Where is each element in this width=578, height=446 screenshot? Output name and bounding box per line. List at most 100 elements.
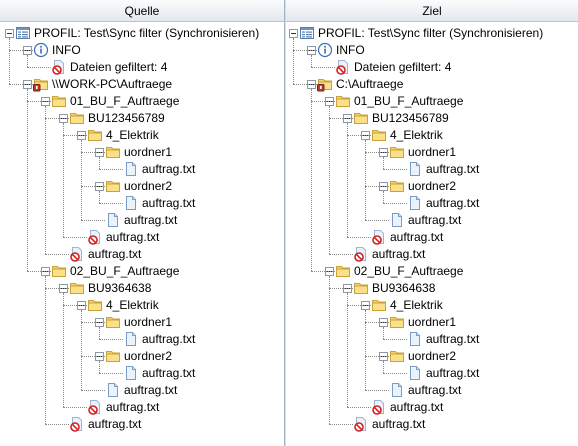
folder-icon — [353, 110, 369, 126]
tree-connector — [27, 67, 51, 68]
target-tree[interactable]: PROFIL: Test\Sync filter (Synchronisiere… — [286, 22, 578, 446]
tree-row[interactable]: auftrag.txt — [0, 161, 284, 178]
tree-row[interactable]: auftrag.txt — [286, 399, 578, 416]
tree-row[interactable]: auftrag.txt — [286, 212, 578, 229]
target-pane-header[interactable]: Ziel — [286, 0, 578, 22]
tree-row[interactable]: 4_Elektrik — [0, 297, 284, 314]
tree-row[interactable]: uordner2 — [0, 178, 284, 195]
tree-row[interactable]: uordner1 — [0, 314, 284, 331]
folder-icon — [335, 93, 351, 109]
tree-connector — [383, 373, 407, 374]
tree-connector — [293, 84, 317, 85]
info-icon — [33, 42, 49, 58]
tree-row[interactable]: C:\Auftraege — [286, 76, 578, 93]
tree-item-label: auftrag.txt — [426, 366, 480, 380]
tree-row[interactable]: auftrag.txt — [0, 365, 284, 382]
tree-connector — [9, 50, 33, 51]
tree-row[interactable]: auftrag.txt — [286, 246, 578, 263]
collapse-toggle[interactable] — [5, 29, 14, 38]
tree-connector — [99, 191, 100, 203]
tree-row[interactable]: uordner2 — [0, 348, 284, 365]
source-pane-header[interactable]: Quelle — [0, 0, 284, 22]
tree-row[interactable]: PROFIL: Test\Sync filter (Synchronisiere… — [0, 25, 284, 42]
tree-row[interactable]: auftrag.txt — [0, 399, 284, 416]
tree-item-label: auftrag.txt — [426, 332, 480, 346]
tree-connector — [383, 191, 384, 203]
tree-connector — [99, 339, 123, 340]
tree-row[interactable]: auftrag.txt — [0, 246, 284, 263]
tree-row[interactable]: BU9364638 — [0, 280, 284, 297]
tree-connector — [63, 293, 64, 407]
tree-row[interactable]: auftrag.txt — [286, 416, 578, 433]
tree-item-label: BU9364638 — [372, 281, 436, 295]
tree-item-label: auftrag.txt — [142, 196, 196, 210]
filtered-file-icon — [69, 246, 85, 262]
tree-connector — [99, 157, 100, 169]
tree-connector — [329, 424, 353, 425]
text-file-icon — [407, 365, 423, 381]
source-pane[interactable]: Quelle PROFIL: Test\Sync filter (Synchro… — [0, 0, 285, 446]
tree-row[interactable]: auftrag.txt — [0, 382, 284, 399]
tree-item-label: BU123456789 — [88, 111, 165, 125]
tree-item-label: Dateien gefiltert: 4 — [354, 60, 452, 74]
tree-row[interactable]: auftrag.txt — [0, 195, 284, 212]
tree-item-label: auftrag.txt — [372, 417, 426, 431]
tree-connector — [347, 237, 371, 238]
tree-row[interactable]: INFO — [286, 42, 578, 59]
tree-connector — [311, 55, 312, 67]
tree-row[interactable]: auftrag.txt — [0, 416, 284, 433]
tree-row[interactable]: auftrag.txt — [0, 212, 284, 229]
tree-connector — [329, 288, 353, 289]
folder-icon — [69, 110, 85, 126]
tree-row[interactable]: Dateien gefiltert: 4 — [286, 59, 578, 76]
tree-connector — [383, 339, 407, 340]
tree-connector — [45, 424, 69, 425]
tree-connector — [81, 220, 105, 221]
tree-connector — [81, 140, 82, 220]
tree-row[interactable]: auftrag.txt — [0, 331, 284, 348]
tree-row[interactable]: auftrag.txt — [286, 365, 578, 382]
tree-row[interactable]: uordner1 — [0, 144, 284, 161]
text-file-icon — [123, 161, 139, 177]
tree-connector — [347, 293, 348, 407]
tree-connector — [365, 322, 389, 323]
text-file-icon — [407, 195, 423, 211]
tree-row[interactable]: auftrag.txt — [286, 331, 578, 348]
source-tree[interactable]: PROFIL: Test\Sync filter (Synchronisiere… — [0, 22, 284, 446]
text-file-icon — [389, 212, 405, 228]
tree-row[interactable]: auftrag.txt — [286, 161, 578, 178]
tree-connector — [329, 106, 330, 254]
tree-row[interactable]: 4_Elektrik — [0, 127, 284, 144]
tree-item-label: 4_Elektrik — [390, 128, 443, 142]
tree-connector — [99, 203, 123, 204]
tree-row[interactable]: \\WORK-PC\Auftraege — [0, 76, 284, 93]
tree-row[interactable]: BU123456789 — [0, 110, 284, 127]
tree-connector — [311, 101, 335, 102]
tree-row[interactable]: 01_BU_F_Auftraege — [286, 93, 578, 110]
collapse-toggle[interactable] — [289, 29, 298, 38]
tree-row[interactable]: auftrag.txt — [286, 382, 578, 399]
tree-row[interactable]: auftrag.txt — [286, 195, 578, 212]
tree-connector — [45, 118, 69, 119]
tree-connector — [45, 276, 46, 424]
tree-row[interactable]: PROFIL: Test\Sync filter (Synchronisiere… — [286, 25, 578, 42]
tree-item-label: 01_BU_F_Auftraege — [70, 94, 180, 108]
filtered-file-icon — [335, 59, 351, 75]
tree-connector — [63, 237, 87, 238]
tree-item-label: 4_Elektrik — [106, 298, 159, 312]
tree-connector — [383, 361, 384, 373]
filtered-file-icon — [87, 399, 103, 415]
text-file-icon — [389, 382, 405, 398]
tree-connector — [81, 390, 105, 391]
target-pane[interactable]: Ziel PROFIL: Test\Sync filter (Synchroni… — [285, 0, 578, 446]
tree-connector — [365, 356, 389, 357]
tree-row[interactable]: Dateien gefiltert: 4 — [0, 59, 284, 76]
tree-item-label: BU123456789 — [372, 111, 449, 125]
tree-row[interactable]: auftrag.txt — [286, 229, 578, 246]
tree-row[interactable]: INFO — [0, 42, 284, 59]
tree-item-label: auftrag.txt — [426, 196, 480, 210]
tree-row[interactable]: auftrag.txt — [0, 229, 284, 246]
filtered-file-icon — [353, 416, 369, 432]
filtered-file-icon — [51, 59, 67, 75]
folder-icon — [353, 280, 369, 296]
